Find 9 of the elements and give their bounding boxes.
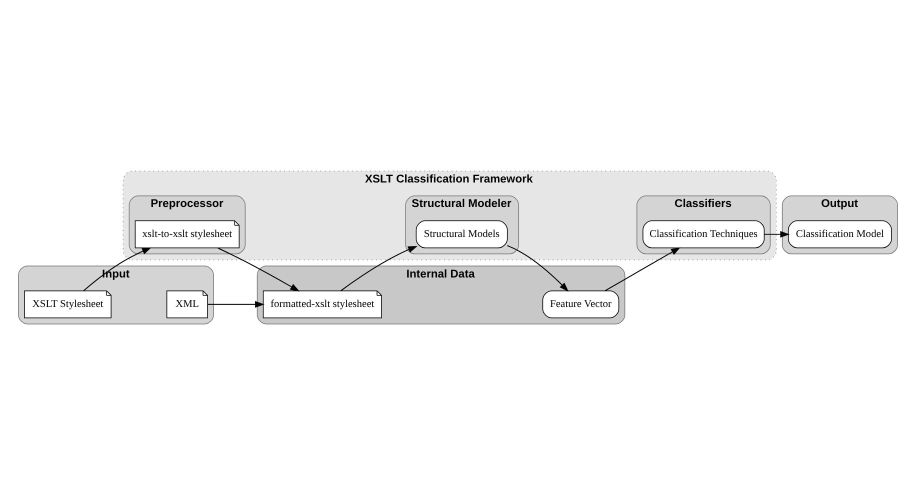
arrow (764, 230, 790, 238)
node-box: Feature Vector (542, 290, 620, 318)
arrow (207, 301, 265, 308)
arrow (83, 247, 152, 292)
node-box: Classification Techniques (642, 220, 765, 248)
arrow (340, 246, 418, 292)
node-box: Structural Models (416, 220, 508, 248)
node-box: Classification Model (788, 220, 892, 248)
arrow (604, 247, 680, 292)
